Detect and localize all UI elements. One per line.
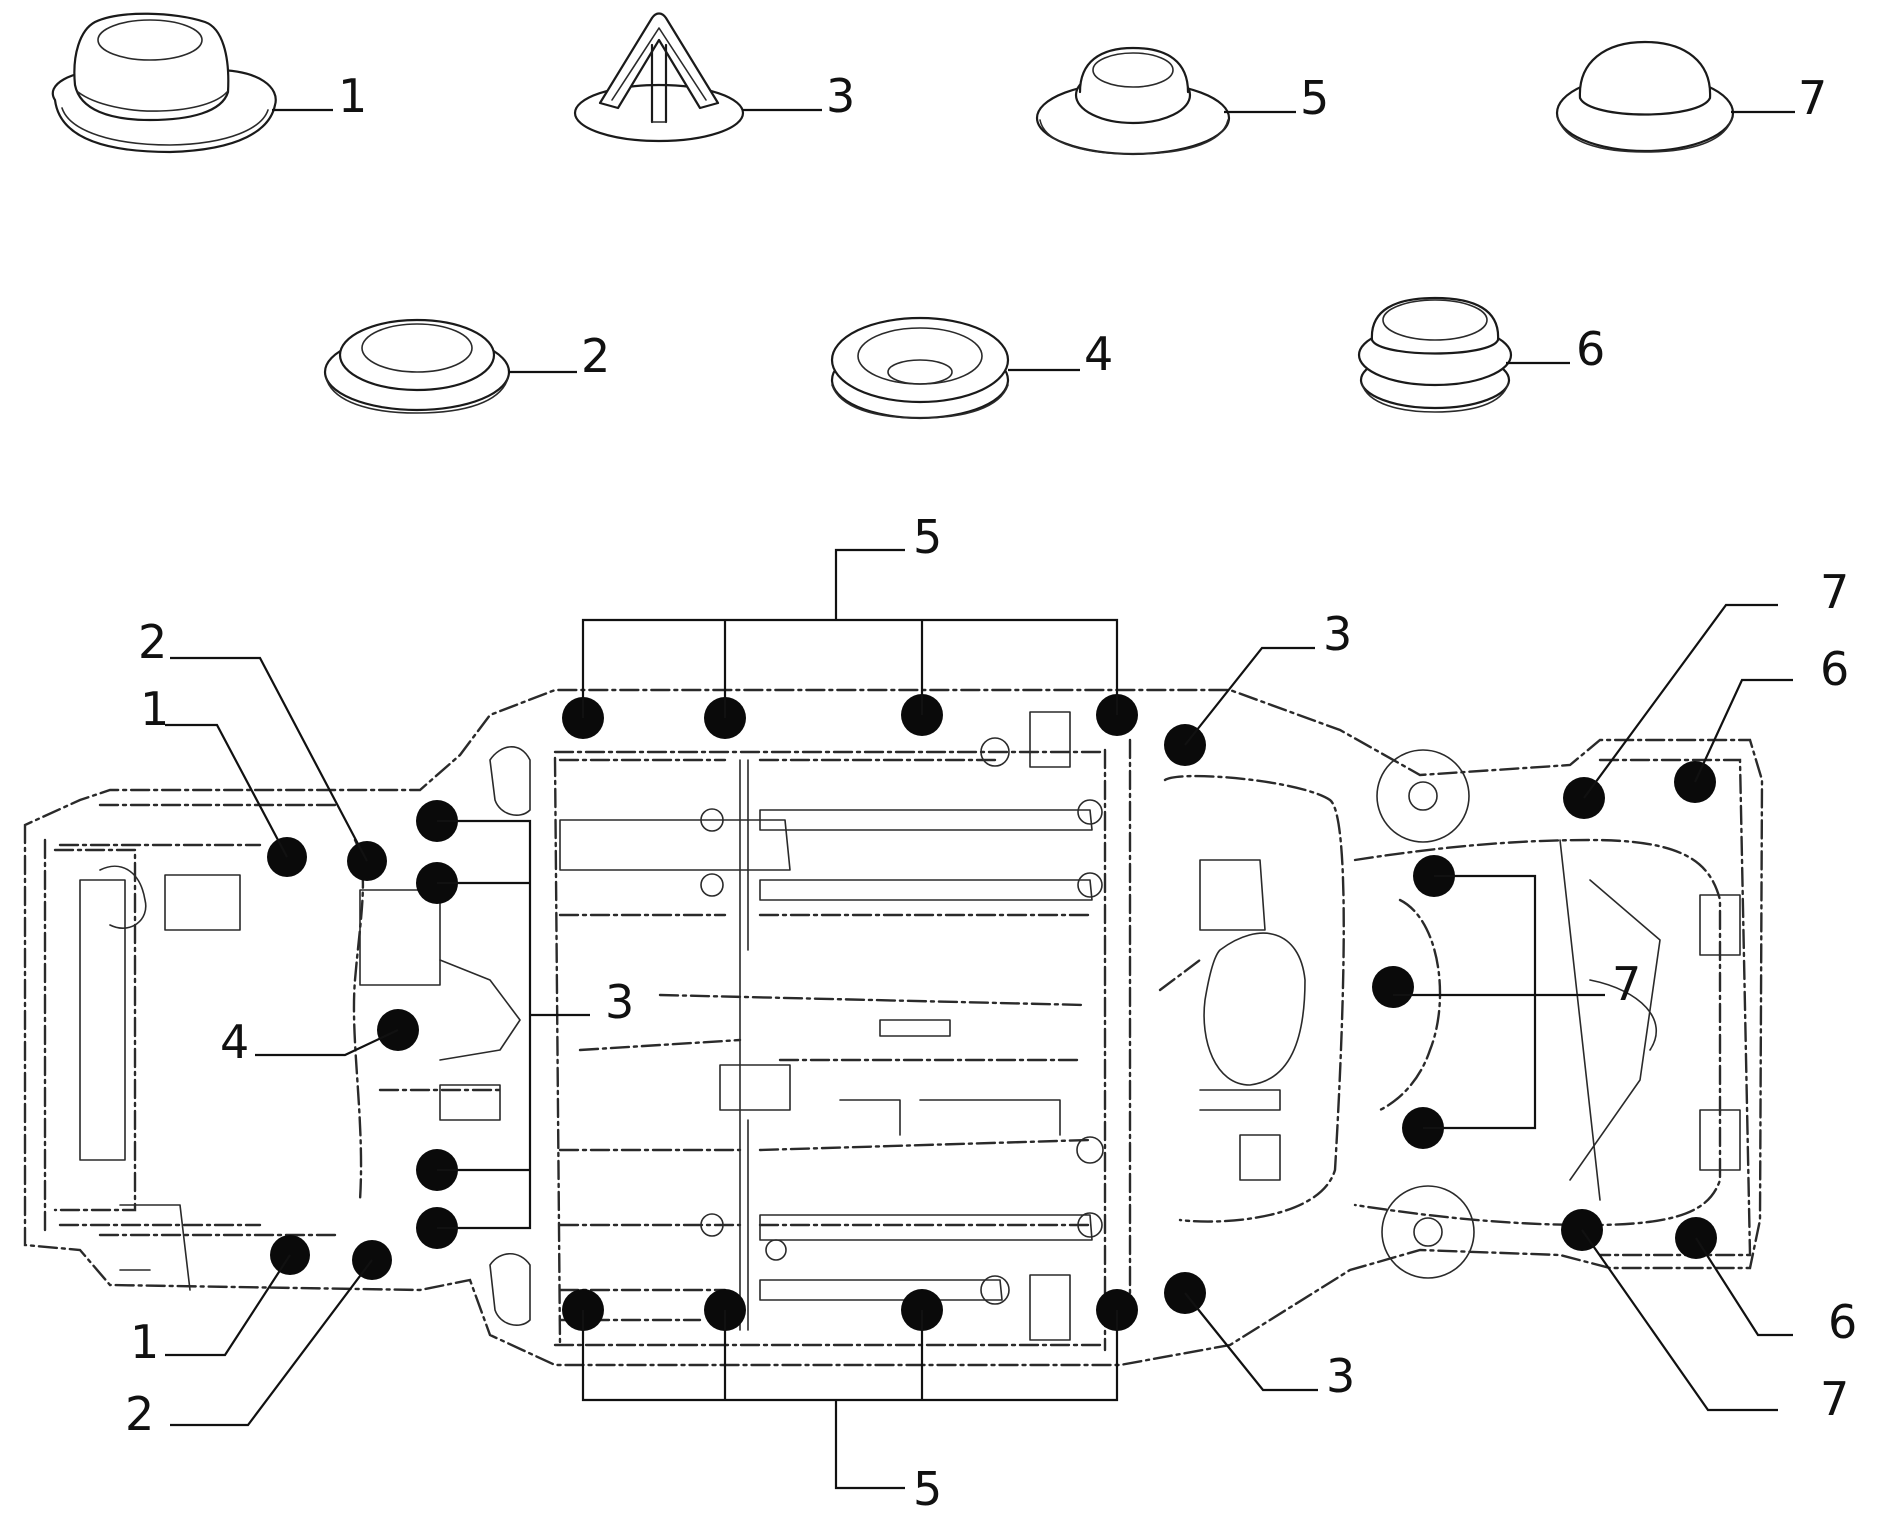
callout-5-bottom: 5: [913, 1462, 942, 1516]
underbody-plan-icon: [23, 688, 1764, 1367]
stepped-grommet-icon: [1035, 46, 1231, 156]
flat-round-plug-icon: [323, 318, 511, 414]
arrow-clip-icon: [573, 12, 745, 143]
callout-7-top: 7: [1820, 565, 1849, 619]
cup-grommet-icon: [830, 316, 1010, 420]
dome-plug-icon: [1555, 40, 1735, 153]
callout-5-top: 5: [913, 510, 942, 564]
callout-7-mid: 7: [1612, 957, 1641, 1011]
callout-3-mid-top: 3: [1323, 607, 1352, 661]
marker-group: [267, 694, 1717, 1331]
callout-6-bottom: 6: [1828, 1295, 1857, 1349]
callout-3-left: 3: [605, 975, 634, 1029]
part-2-label: 2: [581, 329, 610, 383]
part-5-label: 5: [1300, 71, 1329, 125]
callout-2-top: 2: [138, 615, 167, 669]
callout-2-bottom: 2: [125, 1387, 154, 1441]
mushroom-plug-icon: [1357, 296, 1513, 413]
part-6-label: 6: [1576, 322, 1605, 376]
callout-3-mid-bottom: 3: [1326, 1349, 1355, 1403]
callout-1-top: 1: [140, 682, 169, 736]
marker-7-mid-2: [1372, 966, 1414, 1008]
callout-4: 4: [220, 1015, 249, 1069]
leader-lines: [165, 548, 1793, 1490]
callout-6-top: 6: [1820, 642, 1849, 696]
part-3-label: 3: [826, 69, 855, 123]
part-4-label: 4: [1084, 327, 1113, 381]
oval-plug-icon: [51, 12, 277, 154]
part-7-label: 7: [1798, 71, 1827, 125]
part-1-label: 1: [338, 69, 367, 123]
callout-1-bottom: 1: [130, 1315, 159, 1369]
callout-7-bottom: 7: [1820, 1372, 1849, 1426]
